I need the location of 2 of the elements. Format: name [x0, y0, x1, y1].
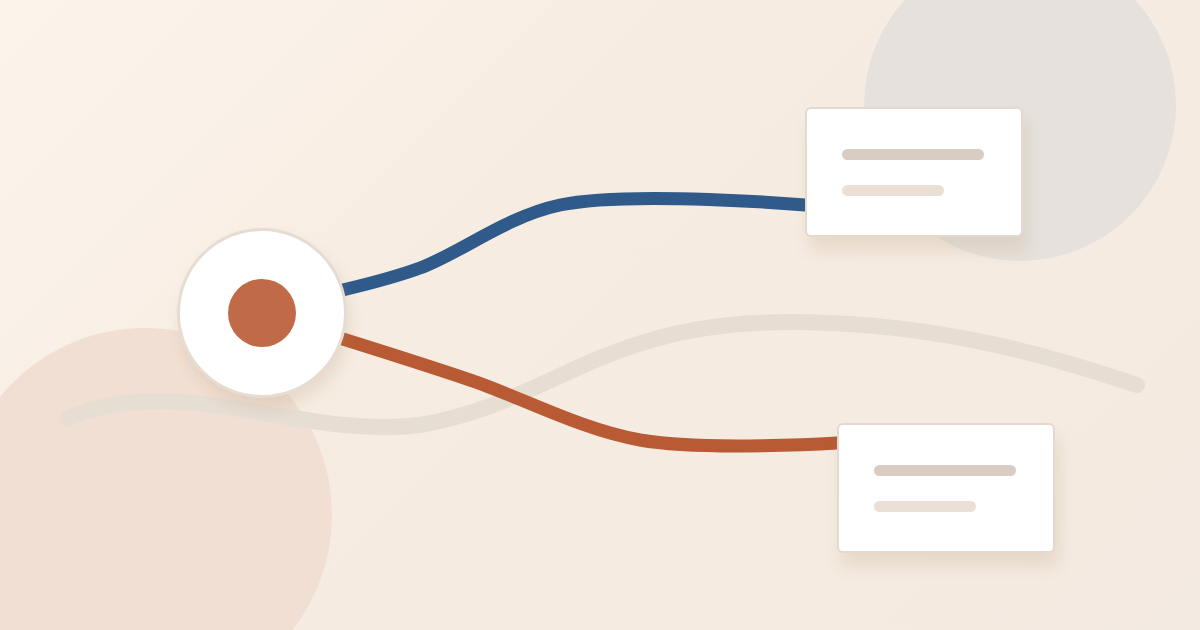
card	[837, 423, 1055, 553]
card	[805, 107, 1023, 237]
